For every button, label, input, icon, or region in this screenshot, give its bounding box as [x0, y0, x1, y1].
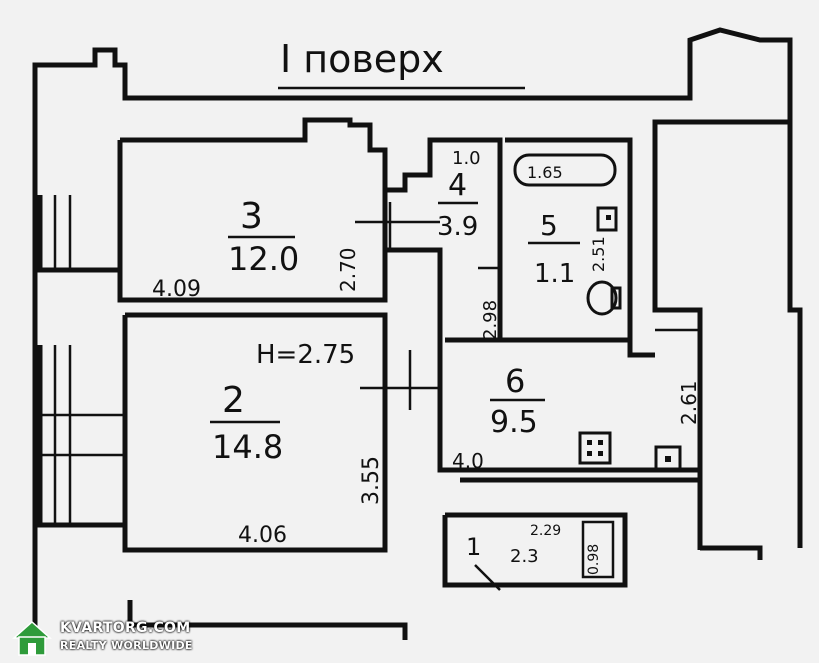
watermark: KVARTORG.COM REALTY WORLDWIDE — [8, 616, 198, 660]
room-3-area: 12.0 — [228, 240, 299, 278]
room-5-depth-dim: 2.51 — [589, 236, 608, 272]
room-1-number: 1 — [466, 533, 481, 561]
room-5-area: 1.1 — [534, 259, 575, 289]
kitchen-sink-icon — [654, 445, 682, 471]
room-2-number: 2 — [222, 380, 245, 421]
room-1-area: 2.3 — [510, 546, 539, 567]
room-3-depth-dim: 2.70 — [336, 247, 360, 292]
room-3-width-dim: 4.09 — [152, 277, 201, 302]
closet-inner — [581, 520, 615, 579]
room-1-dim-b: 0.98 — [586, 544, 602, 575]
stove-icon — [578, 431, 612, 465]
room-1-dim-a: 2.29 — [530, 523, 561, 539]
room-6-number: 6 — [505, 362, 525, 400]
bathtub-icon — [513, 153, 617, 187]
toilet-icon — [586, 280, 622, 316]
room-2-depth-dim: 3.55 — [359, 456, 384, 505]
room-6-depth-dim: 2.61 — [677, 380, 701, 425]
room-6-width-dim: 4.0 — [452, 449, 484, 473]
bath-length-label: 1.65 — [527, 163, 563, 182]
walls — [32, 27, 803, 640]
room-4-number: 4 — [448, 168, 467, 203]
room-6-area: 9.5 — [490, 405, 538, 440]
sink-icon — [596, 206, 618, 232]
watermark-tagline: REALTY WORLDWIDE — [60, 639, 193, 652]
room-3-number: 3 — [240, 196, 263, 237]
room-4-top-dim: 1.0 — [452, 148, 481, 169]
room-2-width-dim: 4.06 — [238, 523, 287, 548]
ceiling-height-label: H=2.75 — [256, 340, 355, 370]
room-4-depth-dim: 2.98 — [480, 300, 501, 340]
floor-title: I поверх — [280, 37, 444, 81]
room-4-area: 3.9 — [437, 212, 478, 242]
room-2-area: 14.8 — [212, 428, 283, 466]
watermark-brand: KVARTORG.COM — [60, 620, 191, 636]
house-logo-icon — [12, 620, 52, 656]
room-5-number: 5 — [540, 209, 558, 242]
